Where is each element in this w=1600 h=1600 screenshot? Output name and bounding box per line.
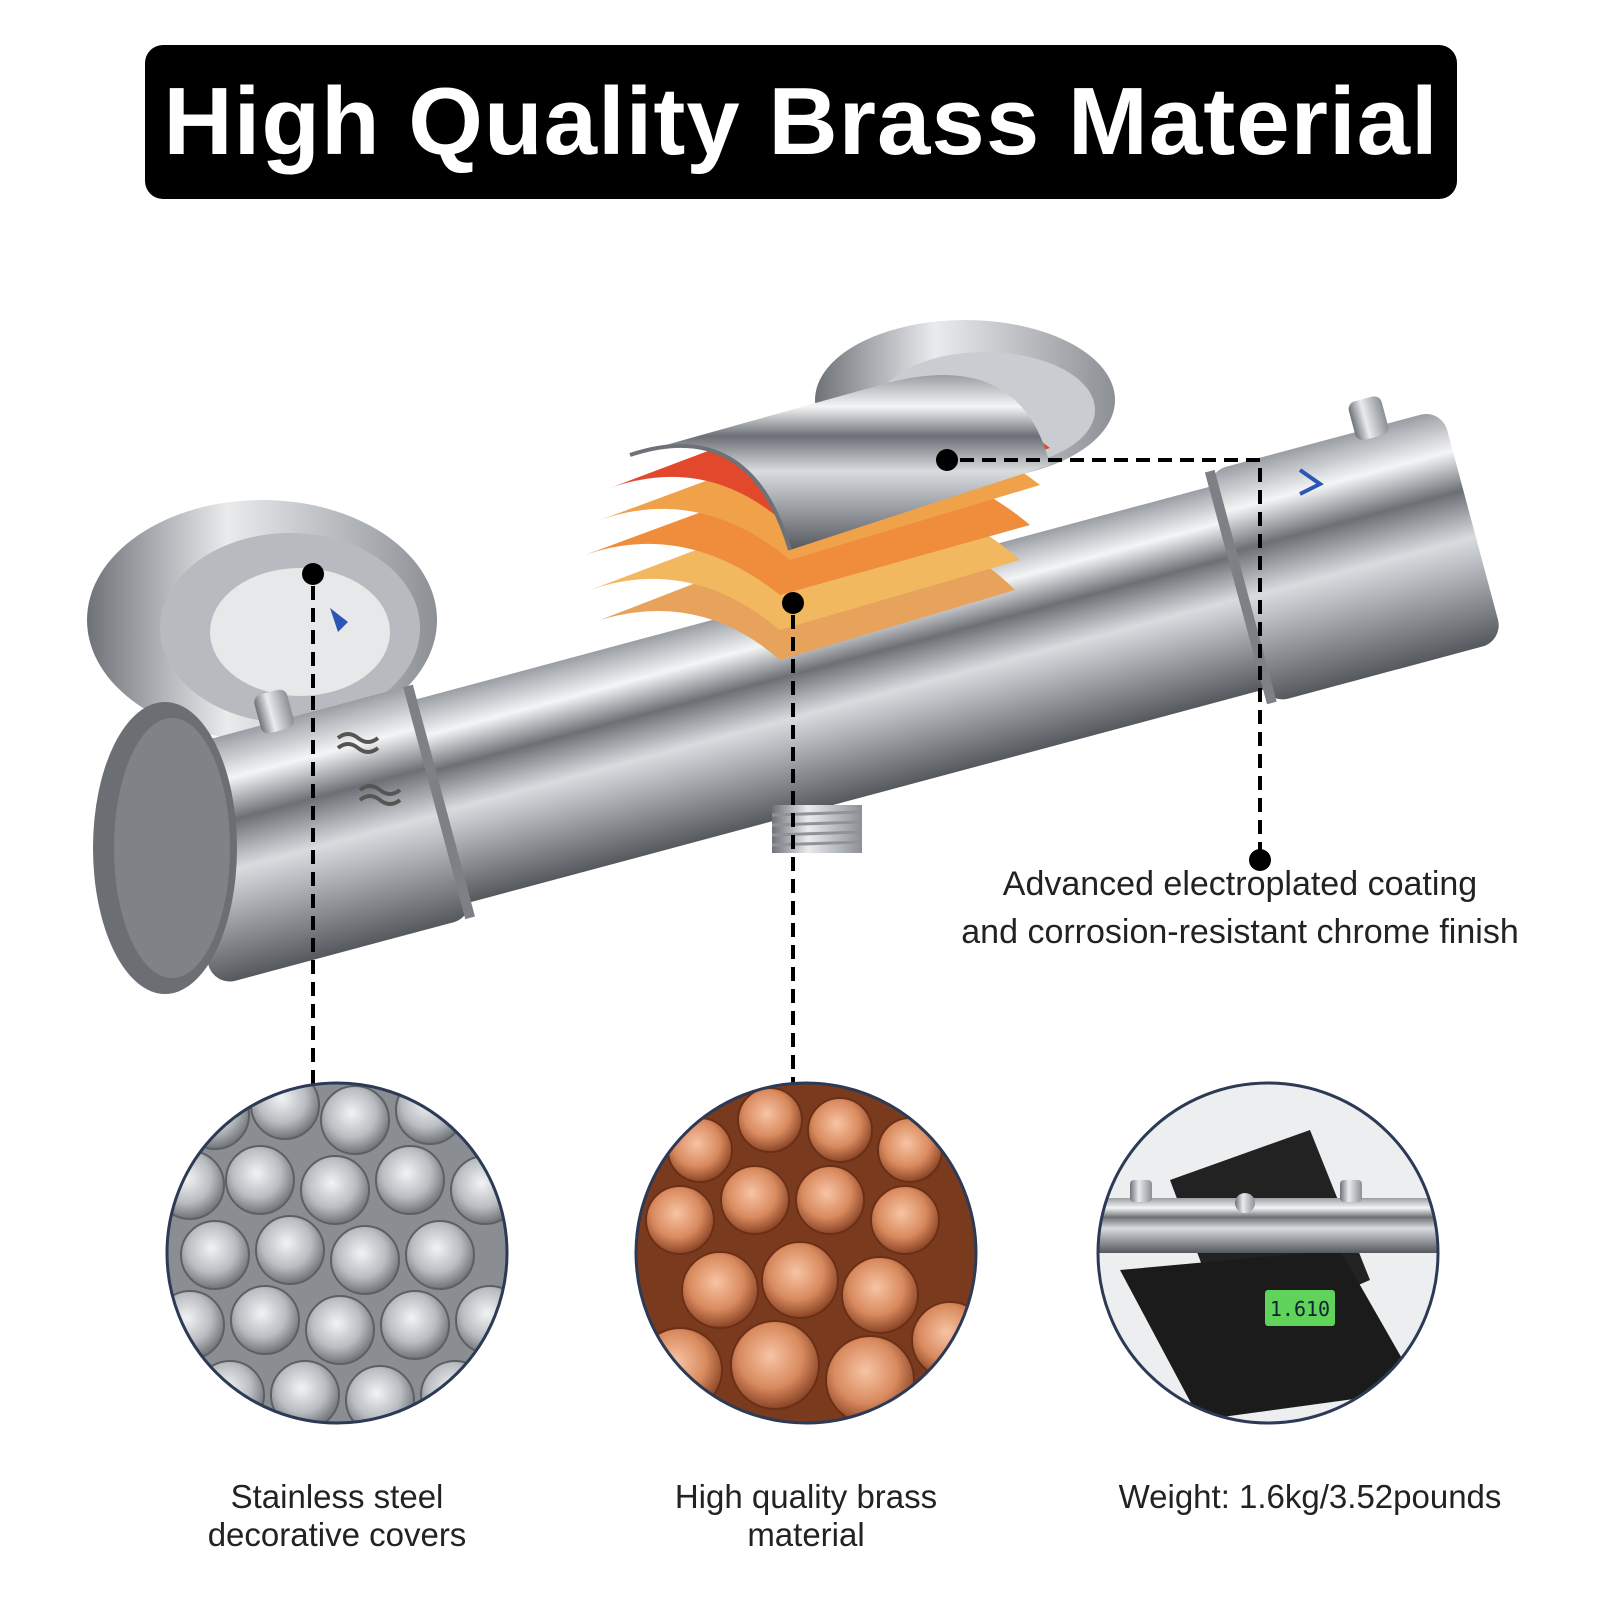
- callout-stainless-line: [302, 563, 324, 1092]
- callout-coating-line: [936, 449, 1271, 871]
- title-banner: High Quality Brass Material: [145, 45, 1457, 199]
- caption-weight-line-1: Weight: 1.6kg/3.52pounds: [1118, 1478, 1502, 1515]
- material-layers: [585, 375, 1050, 660]
- caption-stainless-line-1: Stainless steel: [230, 1478, 444, 1515]
- caption-brass: High quality brass material: [656, 1478, 956, 1554]
- callout-brass-line: [782, 592, 804, 1092]
- stainless-steel-rods-image: [165, 1081, 509, 1425]
- cold-marker-icon: [1298, 468, 1324, 496]
- outlet-thread: [771, 805, 863, 853]
- caption-stainless: Stainless steel decorative covers: [187, 1478, 487, 1554]
- valve-body: [156, 396, 1499, 982]
- caption-brass-line-2: material: [747, 1516, 865, 1553]
- caption-coating: Advanced electroplated coating and corro…: [930, 860, 1550, 956]
- caption-coating-line-2: and corrosion-resistant chrome finish: [961, 913, 1519, 951]
- valve-end-cap: [93, 702, 237, 994]
- caption-stainless-line-2: decorative covers: [207, 1516, 467, 1553]
- hot-water-symbol-icon: [336, 732, 402, 806]
- caption-weight: Weight: 1.6kg/3.52pounds: [1080, 1478, 1540, 1516]
- caption-coating-line-1: Advanced electroplated coating: [1002, 865, 1478, 903]
- caption-brass-line-1: High quality brass: [674, 1478, 938, 1515]
- left-wall-flange: [87, 500, 437, 740]
- scale-lcd-reading: 1.610: [1270, 1297, 1330, 1321]
- page-title: High Quality Brass Material: [163, 68, 1439, 175]
- brass-rods-image: [634, 1081, 978, 1425]
- weight-scale-image: [1096, 1081, 1440, 1425]
